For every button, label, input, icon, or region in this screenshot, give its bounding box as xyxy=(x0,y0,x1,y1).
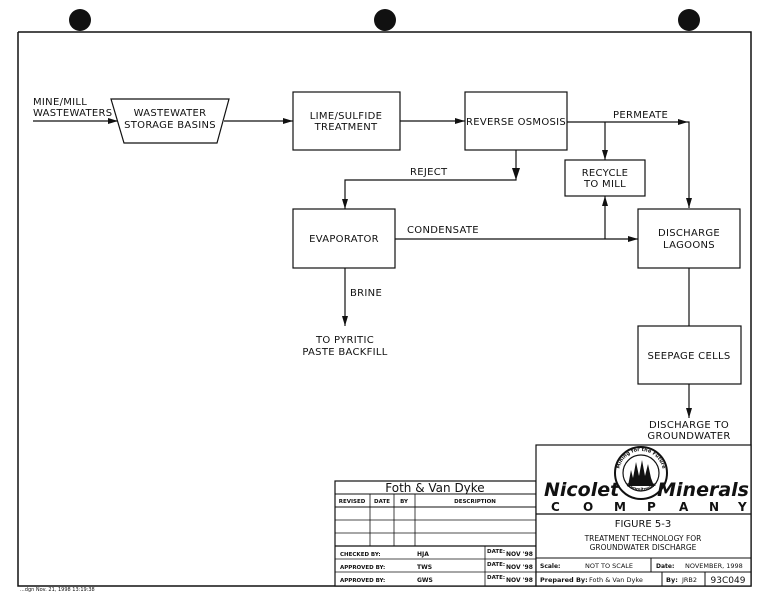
company-letter: Y xyxy=(737,500,747,514)
company-letter: A xyxy=(679,500,689,514)
node-storage-basins xyxy=(110,98,230,144)
revision-block xyxy=(334,480,537,587)
output-groundwater-line2: GROUNDWATER xyxy=(647,431,730,442)
node-lagoons-label1: DISCHARGE xyxy=(658,228,720,239)
input-label-line1: MINE/MILL xyxy=(33,97,87,108)
binder-hole xyxy=(69,9,91,31)
company-name-right: Minerals xyxy=(657,479,749,501)
input-label-line2: WASTEWATERS xyxy=(33,108,112,119)
company-seal-icon: Mining for the Future Commitment xyxy=(614,446,668,500)
node-storage-label1: WASTEWATER xyxy=(134,108,207,119)
node-recycle-label1: RECYCLE xyxy=(582,168,629,179)
date-label: DATE: xyxy=(487,562,505,568)
approved-by-value-1: TWS xyxy=(417,564,432,571)
date-label: DATE: xyxy=(487,575,505,581)
figure-title-line1: TREATMENT TECHNOLOGY FOR xyxy=(584,534,702,543)
company-letter: O xyxy=(583,500,593,514)
rev-header-date: DATE xyxy=(374,499,390,505)
approved-by-label: APPROVED BY: xyxy=(340,578,385,584)
prepared-by-label: Prepared By: xyxy=(540,576,588,584)
node-evaporator xyxy=(292,208,396,269)
rev-header-by: BY xyxy=(400,499,409,505)
drawing-number: 93C049 xyxy=(711,576,746,586)
scale-label: Scale: xyxy=(540,563,560,570)
output-backfill-line2: PASTE BACKFILL xyxy=(302,347,387,358)
node-seepage-cells xyxy=(637,325,742,385)
rev-header-description: DESCRIPTION xyxy=(454,499,496,505)
node-storage-label2: STORAGE BASINS xyxy=(124,120,216,131)
firm-name: Foth & Van Dyke xyxy=(385,481,484,495)
node-lime-label1: LIME/SULFIDE xyxy=(310,111,382,122)
node-lagoons-label2: LAGOONS xyxy=(663,240,715,251)
company-name-left: Nicolet xyxy=(544,479,620,501)
node-recycle-label2: TO MILL xyxy=(583,179,626,190)
edge-label-brine: BRINE xyxy=(350,288,382,299)
approved-by-label: APPROVED BY: xyxy=(340,565,385,571)
edge-reject xyxy=(342,150,517,209)
date-field-value: NOVEMBER, 1998 xyxy=(685,562,743,570)
company-letter: N xyxy=(709,500,719,514)
node-seepage-label: SEEPAGE CELLS xyxy=(648,351,731,362)
company-word: C O M P A N Y xyxy=(551,500,747,514)
edge-label-permeate: PERMEATE xyxy=(613,110,668,121)
figure-number: FIGURE 5-3 xyxy=(615,519,672,530)
edge-label-reject: REJECT xyxy=(410,167,448,178)
checked-by-label: CHECKED BY: xyxy=(340,552,381,558)
approved-by-value-2: GWS xyxy=(417,577,433,584)
file-stamp: ...dgn Nov. 21, 1998 13:19:38 xyxy=(20,587,95,593)
date-label: DATE: xyxy=(487,549,505,555)
prepared-by-value: Foth & Van Dyke xyxy=(589,576,643,584)
rev-header-revised: REVISED xyxy=(339,499,366,505)
date-field-label: Date: xyxy=(656,563,674,570)
node-discharge-lagoons xyxy=(637,208,741,269)
company-letter: M xyxy=(614,500,626,514)
output-backfill-line1: TO PYRITIC xyxy=(315,335,374,346)
node-evaporator-label: EVAPORATOR xyxy=(309,234,379,245)
node-lime-sulfide xyxy=(292,91,401,151)
company-letter: P xyxy=(647,500,656,514)
output-groundwater-line1: DISCHARGE TO xyxy=(649,420,729,431)
arrowhead xyxy=(512,168,520,180)
company-letter: C xyxy=(551,500,560,514)
date-value: NOV '98 xyxy=(506,551,533,558)
binder-hole xyxy=(678,9,700,31)
checked-by-value: HJA xyxy=(417,551,429,558)
binder-hole xyxy=(374,9,396,31)
date-value: NOV '98 xyxy=(506,577,533,584)
edge-permeate-to-lagoons xyxy=(686,121,692,208)
by-value: JRB2 xyxy=(681,576,697,584)
scale-value: NOT TO SCALE xyxy=(585,562,633,570)
edge-label-condensate: CONDENSATE xyxy=(407,225,479,236)
date-value: NOV '98 xyxy=(506,564,533,571)
node-ro-label: REVERSE OSMOSIS xyxy=(466,117,566,128)
by-label: By: xyxy=(666,576,678,584)
node-lime-label2: TREATMENT xyxy=(314,122,378,133)
node-reverse-osmosis xyxy=(464,91,568,151)
figure-title-line2: GROUNDWATER DISCHARGE xyxy=(590,543,697,552)
